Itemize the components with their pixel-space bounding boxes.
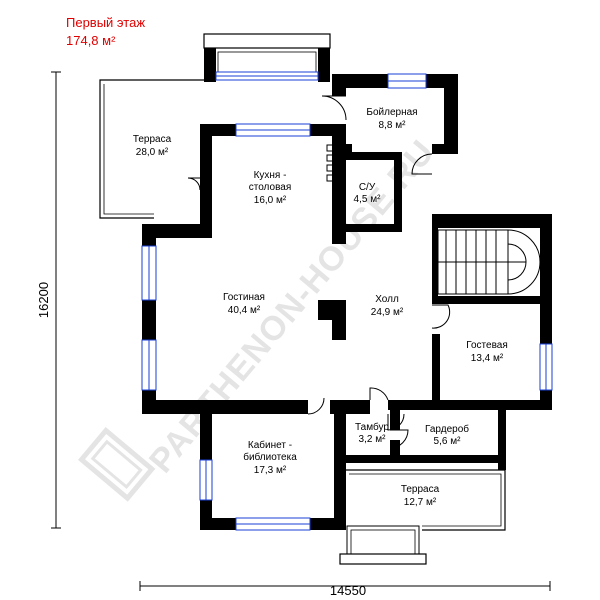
door-study <box>307 397 325 415</box>
room-area-terrace-left: 28,0 м² <box>136 147 169 158</box>
room-name-vestibule: Тамбур <box>355 421 389 433</box>
doors <box>187 95 451 449</box>
room-area-study: 17,3 м² <box>254 465 287 476</box>
room-area-boiler: 8,8 м² <box>379 120 407 131</box>
height-label: 16200 <box>36 282 51 318</box>
room-labels: Терраса 28,0 м² Бойлерная 8,8 м² Кухня -… <box>133 107 508 508</box>
room-name-kitchen: Кухня - <box>254 170 287 181</box>
door-wc <box>411 153 433 175</box>
room-area-wardrobe: 5,6 м² <box>434 436 462 447</box>
room-name-terrace-bottom: Терраса <box>401 484 440 495</box>
room-area-hall: 24,9 м² <box>371 307 404 318</box>
room-name-boiler: Бойлерная <box>366 107 417 118</box>
floor-area: 174,8 м² <box>66 33 116 48</box>
room-name2-study: библиотека <box>243 451 297 463</box>
windows <box>141 71 553 531</box>
door-guest <box>431 304 451 329</box>
room-name2-kitchen: столовая <box>249 182 292 193</box>
room-area-terrace-bottom: 12,7 м² <box>404 497 437 508</box>
width-label: 14550 <box>330 583 366 598</box>
room-area-kitchen: 16,0 м² <box>254 195 287 206</box>
room-name-study: Кабинет - <box>248 439 292 451</box>
door-boiler <box>321 95 347 121</box>
room-name-guest: Гостевая <box>466 340 508 351</box>
door-vestibule-2 <box>387 413 405 431</box>
door-terrace <box>187 177 201 191</box>
chimney <box>321 144 335 317</box>
room-area-guest: 13,4 м² <box>471 353 504 364</box>
bottom-porch <box>339 525 427 565</box>
floor-label: Первый этаж <box>66 15 145 30</box>
room-area-vestibule: 3,2 м² <box>359 434 387 445</box>
room-area-wc: 4,5 м² <box>354 194 382 205</box>
walls <box>142 48 552 530</box>
room-name-terrace-left: Терраса <box>133 134 172 145</box>
room-name-wc: С/У <box>359 182 376 193</box>
staircase <box>437 229 541 295</box>
terrace-left-outline <box>99 79 204 219</box>
door-vestibule <box>369 387 389 401</box>
room-name-wardrobe: Гардероб <box>425 423 469 435</box>
room-area-living: 40,4 м² <box>228 305 261 316</box>
top-porch <box>203 33 331 73</box>
room-name-living: Гостиная <box>223 292 265 303</box>
room-name-hall: Холл <box>375 294 399 305</box>
dimension-width: 14550 <box>139 581 551 598</box>
dimension-height: 16200 <box>36 71 61 529</box>
door-wardrobe <box>389 429 409 449</box>
terrace-bottom-outline <box>345 469 506 531</box>
